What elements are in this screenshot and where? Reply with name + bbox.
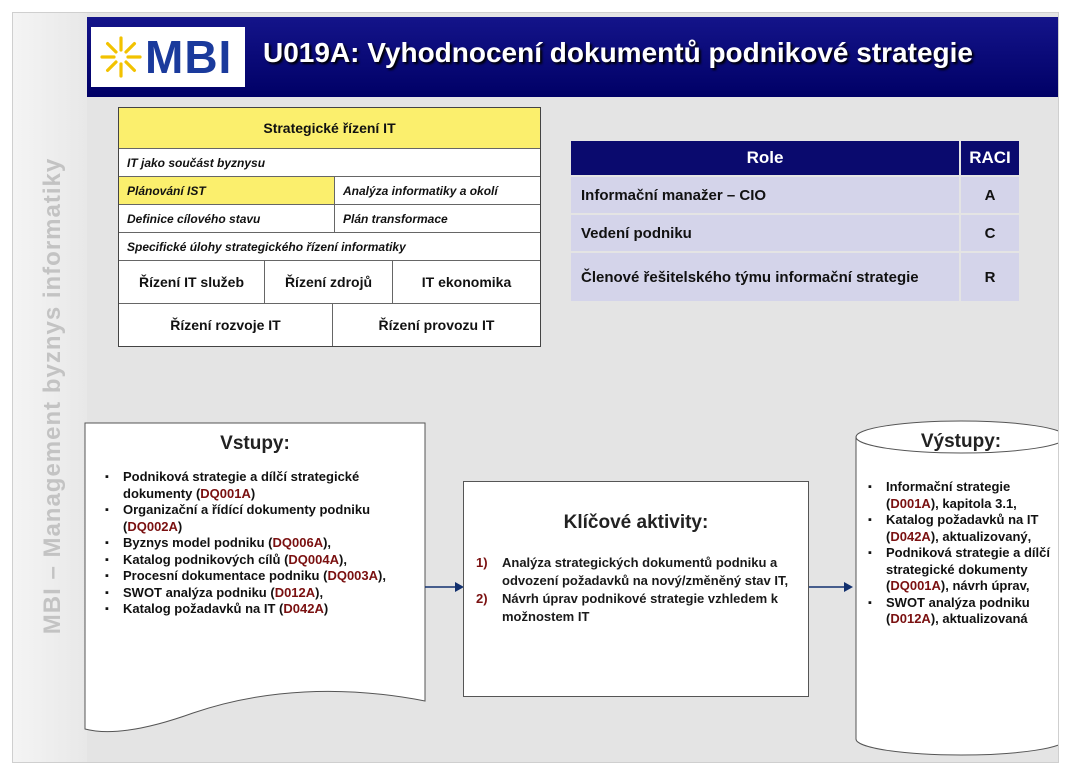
strategy-row-specific-tasks: Specifické úlohy strategického řízení in… xyxy=(127,239,406,254)
activities-title: Klíčové aktivity: xyxy=(563,512,709,533)
activities-list: 1) Analýza strategických dokumentů podnik… xyxy=(476,554,798,626)
document-code: D001A xyxy=(890,495,931,511)
strategy-cell-target-definition: Definice cílového stavu xyxy=(119,205,335,232)
document-code: D012A xyxy=(890,611,931,626)
document-code: DQ001A xyxy=(890,578,941,593)
activity-item: 2) Návrh úprav podnikové strategie vzhled… xyxy=(476,590,798,626)
sun-star-icon xyxy=(100,36,142,78)
strategy-cell-transformation-plan: Plán transformace xyxy=(343,211,448,226)
arrow-head-1 xyxy=(455,582,464,592)
page-title: U019A: Vyhodnocení dokumentů podnikové s… xyxy=(263,37,973,68)
mbi-logo: MBI xyxy=(91,27,245,87)
input-item: SWOT analýza podniku (D012A), xyxy=(103,585,417,602)
activity-text: Návrh úprav podnikové strategie vzhledem… xyxy=(502,591,778,624)
input-item-suffix: ), xyxy=(378,568,386,583)
input-item-suffix: ) xyxy=(177,518,183,534)
raci-value: C xyxy=(961,215,1019,251)
strategy-cell-it-development: Řízení rozvoje IT xyxy=(119,304,333,346)
strategy-cell-it-operations: Řízení provozu IT xyxy=(378,317,495,333)
activity-item: 1) Analýza strategických dokumentů podnik… xyxy=(476,554,798,590)
document-code: D012A xyxy=(274,584,316,600)
output-item: Podniková strategie a dílčí strategické … xyxy=(866,545,1062,595)
raci-value: A xyxy=(961,177,1019,213)
raci-role: Vedení podniku xyxy=(571,215,959,251)
input-item-text: Byznys model podniku ( xyxy=(123,535,273,550)
input-item: Podniková strategie a dílčí strategické … xyxy=(103,469,417,502)
input-item: Organizační a řídící dokumenty podniku (… xyxy=(103,502,417,535)
output-item-suffix: ), aktualizovaný, xyxy=(930,528,1032,544)
strategy-cell-ist-planning: Plánování IST xyxy=(119,177,335,204)
output-item: Katalog požadavků na IT (D042A), aktuali… xyxy=(866,512,1062,545)
activities-box: Klíčové aktivity: 1) Analýza strategickýc… xyxy=(463,481,809,697)
output-item-suffix: ), návrh úprav, xyxy=(940,578,1030,593)
raci-value: R xyxy=(961,253,1019,301)
activity-number: 1) xyxy=(476,555,488,570)
document-code: D042A xyxy=(283,601,324,616)
outputs-cylinder-top xyxy=(855,420,1058,454)
outputs-list: Informační strategie (D001A), kapitola 3… xyxy=(866,479,1062,628)
output-item-suffix: ), kapitola 3.1, xyxy=(930,495,1017,511)
input-item-suffix: ) xyxy=(323,601,329,616)
raci-table: Role RACI Informační manažer – CIO A Ved… xyxy=(569,139,1021,303)
document-code: DQ002A xyxy=(127,518,178,534)
activity-text: Analýza strategických dokumentů podniku … xyxy=(502,555,789,588)
document-code: D042A xyxy=(890,528,931,544)
input-item-suffix: ), xyxy=(323,535,332,550)
strategy-header: Strategické řízení IT xyxy=(119,108,540,148)
strategy-row-it-business: IT jako součást byznysu xyxy=(127,155,266,170)
input-item-text: Organizační a řídící dokumenty podniku ( xyxy=(123,502,371,534)
strategy-cell-it-analysis: Analýza informatiky a okolí xyxy=(343,183,498,198)
document-code: DQ003A xyxy=(327,568,379,583)
raci-role: Informační manažer – CIO xyxy=(571,177,959,213)
input-item: Katalog požadavků na IT (D042A) xyxy=(103,601,417,618)
slide: MBI – Management byznys informatiky MBI … xyxy=(12,12,1059,763)
strategy-cell-it-economics: IT ekonomika xyxy=(421,274,512,290)
output-item-text: SWOT analýza podniku ( xyxy=(886,594,1030,627)
raci-header-raci: RACI xyxy=(961,141,1019,175)
output-item-text: Podniková strategie a dílčí strategické … xyxy=(886,545,1050,593)
activity-number: 2) xyxy=(476,591,488,606)
inputs-title: Vstupy: xyxy=(220,433,290,454)
input-item-text: Podniková strategie a dílčí strategické … xyxy=(123,469,360,501)
input-item-text: Katalog požadavků na IT ( xyxy=(123,601,284,616)
output-item: SWOT analýza podniku (D012A), aktualizov… xyxy=(866,595,1062,628)
input-item-text: SWOT analýza podniku ( xyxy=(123,584,275,600)
strategy-cell-resources: Řízení zdrojů xyxy=(265,261,393,303)
outputs-panel: Výstupy: Informační strategie (D001A), k… xyxy=(856,425,1066,628)
document-code: DQ004A xyxy=(288,551,339,567)
outputs-title: Výstupy: xyxy=(920,431,1002,452)
output-item-suffix: ), aktualizovaná xyxy=(930,611,1028,626)
arrow-head-2 xyxy=(844,582,853,592)
strategy-cell-it-services: Řízení IT služeb xyxy=(119,261,265,303)
strategy-table: Strategické řízení IT IT jako součást by… xyxy=(118,107,541,347)
input-item-text: Katalog podnikových cílů ( xyxy=(123,551,289,567)
input-item-suffix: ), xyxy=(339,551,347,567)
input-item-suffix: ) xyxy=(250,485,256,501)
side-strip: MBI – Management byznys informatiky xyxy=(13,13,87,762)
inputs-panel: Vstupy: Podniková strategie a dílčí stra… xyxy=(85,423,425,618)
document-code: DQ001A xyxy=(200,485,251,501)
input-item-text: Procesní dokumentace podniku ( xyxy=(123,568,328,583)
logo-text: MBI xyxy=(145,31,233,83)
raci-header-role: Role xyxy=(571,141,959,175)
input-item: Procesní dokumentace podniku (DQ003A), xyxy=(103,568,417,585)
output-item-text: Informační strategie ( xyxy=(886,479,1011,511)
input-item: Byznys model podniku (DQ006A), xyxy=(103,535,417,552)
input-item-suffix: ), xyxy=(315,584,324,600)
inputs-list: Podniková strategie a dílčí strategické … xyxy=(103,469,417,618)
input-item: Katalog podnikových cílů (DQ004A), xyxy=(103,552,417,569)
raci-role: Členové řešitelského týmu informační str… xyxy=(571,253,959,301)
output-item-text: Katalog požadavků na IT ( xyxy=(886,512,1039,544)
output-item: Informační strategie (D001A), kapitola 3… xyxy=(866,479,1062,512)
document-code: DQ006A xyxy=(272,535,324,550)
header-banner: MBI U019A: Vyhodnocení dokumentů podniko… xyxy=(87,17,1058,97)
